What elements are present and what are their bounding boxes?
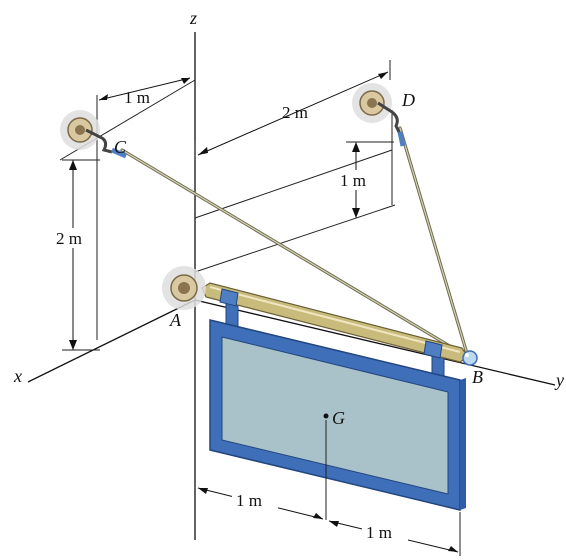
ball-joint-b	[462, 350, 478, 366]
dim-label-bg	[362, 522, 408, 542]
dim-arrow	[198, 147, 208, 155]
dim-arrow	[99, 94, 108, 100]
rod	[201, 282, 469, 363]
dim-arrow	[313, 513, 323, 519]
dim-arrow	[352, 208, 360, 218]
dim-arrow	[352, 142, 360, 152]
wall-bracket-a	[162, 266, 206, 310]
wall-line-mid	[194, 204, 396, 273]
wall-bracket-d	[352, 83, 406, 147]
dim-d-to-z	[197, 71, 389, 156]
x-axis	[27, 299, 196, 383]
cable-db-highlight	[399, 127, 469, 358]
dim-c-to-z-label: 1 m	[124, 88, 150, 107]
point-g-label: G	[332, 408, 345, 428]
dim-arrow	[69, 160, 77, 170]
dim-arrow	[69, 340, 77, 350]
dim-g-to-b-label: 1 m	[366, 523, 392, 542]
dim-c-height-label: 2 m	[56, 229, 82, 248]
dim-arrow	[181, 78, 190, 84]
cable-cb-highlight	[121, 149, 469, 358]
point-b-label: B	[472, 367, 483, 387]
point-g-marker	[323, 413, 329, 419]
y-axis	[194, 299, 556, 386]
sign-panel	[209, 299, 466, 511]
dim-arrow	[378, 72, 388, 79]
x-axis-label: x	[13, 366, 22, 386]
dim-d-height-label: 1 m	[340, 171, 366, 190]
dim-label-bg	[336, 170, 382, 190]
z-axis-label: z	[189, 8, 197, 28]
dim-arrow	[448, 546, 458, 552]
dim-label-bg	[232, 490, 278, 510]
dim-arrow	[329, 521, 339, 527]
wall-bracket-c	[60, 110, 127, 159]
dim-d-to-z-label: 2 m	[282, 103, 308, 122]
point-c-label: C	[114, 137, 127, 157]
point-d-label: D	[401, 90, 415, 110]
y-axis-label: y	[554, 370, 564, 390]
dim-a-to-g-label: 1 m	[236, 491, 262, 510]
point-a-label: A	[169, 310, 182, 330]
dim-arrow	[198, 488, 208, 494]
ball-joint-highlight	[465, 353, 469, 357]
dim-c-to-z	[98, 77, 191, 101]
wall-line-d-base	[194, 149, 393, 219]
dim-label-bg	[52, 228, 94, 248]
